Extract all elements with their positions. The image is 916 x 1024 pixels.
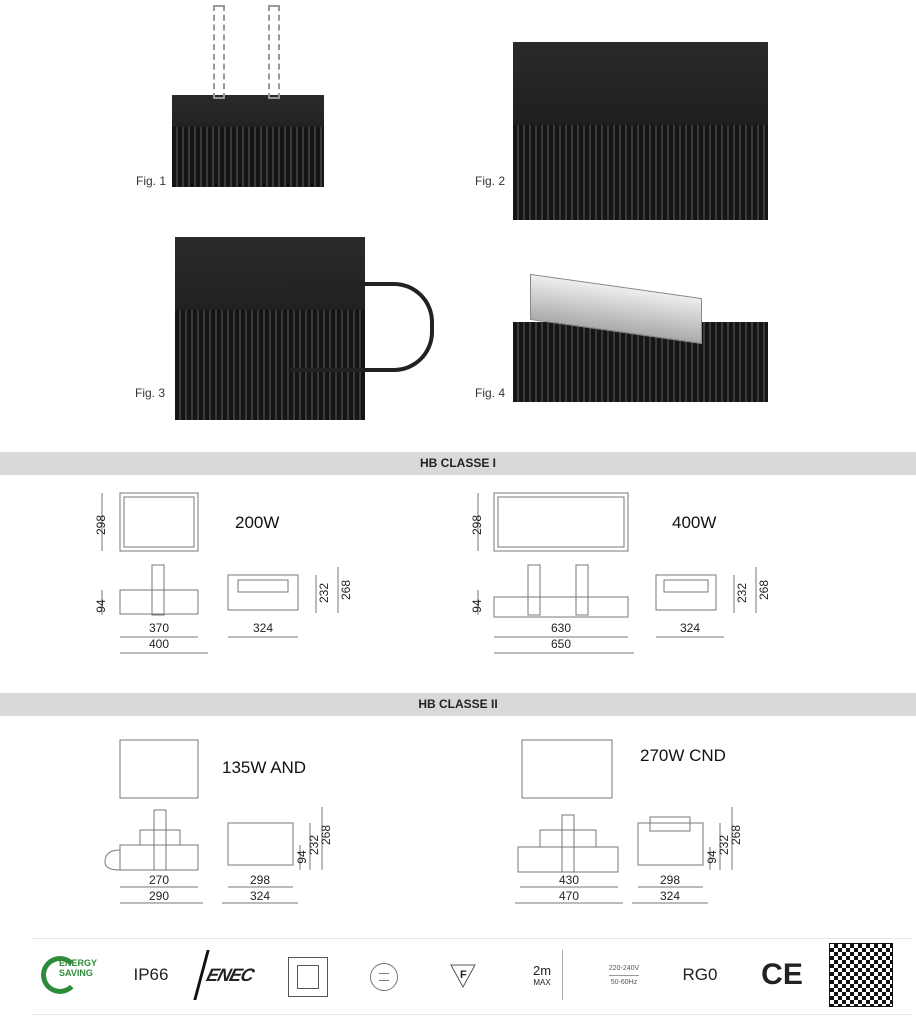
section-title-classe-2: HB CLASSE II [0, 693, 916, 716]
dim-side-h1: 232 [317, 583, 331, 603]
dim-side-width: 324 [250, 889, 270, 903]
drawing-200w: 298 94 370 400 324 232 268 [94, 492, 350, 654]
drawing-270w: 430 470 298 324 94 232 268 [515, 739, 743, 904]
drawing-135w: 270 290 298 324 94 232 268 [104, 739, 333, 904]
dim-side-inner: 298 [660, 873, 680, 887]
dim-depth: 94 [94, 599, 108, 613]
dim-width-outer: 650 [551, 637, 571, 651]
dim-side-h2: 268 [729, 825, 743, 845]
chain-right [268, 5, 280, 99]
dim-width-outer: 290 [149, 889, 169, 903]
dim-width-inner: 430 [559, 873, 579, 887]
dim-side-h1: 232 [717, 835, 731, 855]
ce-mark-icon: CE [761, 958, 803, 991]
dim-width-outer: 400 [149, 637, 169, 651]
svg-text:F: F [460, 969, 467, 981]
dim-width-inner: 370 [149, 621, 169, 635]
divider-top [32, 938, 912, 939]
dim-width-outer: 470 [559, 889, 579, 903]
dim-side-width: 324 [253, 621, 273, 635]
qr-code-icon[interactable] [829, 943, 893, 1007]
dim-width-inner: 270 [149, 873, 169, 887]
dim-side-inner: 298 [250, 873, 270, 887]
fig2-photo [513, 42, 768, 220]
f-mark-icon: F [448, 950, 478, 1000]
dim-side-h2: 268 [319, 825, 333, 845]
dim-side-h0: 94 [295, 850, 309, 864]
power-200w: 200W [235, 513, 280, 532]
earth-ground-icon [370, 963, 398, 991]
dim-depth: 94 [470, 599, 484, 613]
drawing-400w: 298 94 630 650 324 232 268 [470, 492, 771, 654]
power-270w: 270W CND [640, 746, 726, 765]
risk-group-label: RG0 [682, 965, 718, 984]
chain-left [213, 5, 225, 99]
dim-side-h2: 268 [757, 580, 771, 600]
dim-height: 298 [94, 515, 108, 535]
dim-side-h0: 94 [705, 850, 719, 864]
fig1-label: Fig. 1 [136, 174, 167, 188]
enec-icon: ENEC [193, 950, 264, 1000]
fig3-cable [290, 282, 434, 372]
fig2-label: Fig. 2 [475, 174, 506, 188]
power-135w: 135W AND [222, 758, 307, 777]
section-title-classe-1: HB CLASSE I [0, 452, 916, 475]
dim-side-width: 324 [680, 621, 700, 635]
power-400w: 400W [672, 513, 717, 532]
dim-width-inner: 630 [551, 621, 571, 635]
dim-side-h1: 232 [735, 583, 749, 603]
ip66-rating: IP66 [133, 965, 169, 984]
class-ii-icon [288, 957, 328, 997]
dim-side-width: 324 [660, 889, 680, 903]
dim-side-h1: 232 [307, 835, 321, 855]
fig1-photo [172, 95, 324, 187]
dim-height: 298 [470, 515, 484, 535]
fig3-photo [175, 237, 365, 420]
divider-bottom [32, 1014, 912, 1015]
dim-side-h2: 268 [339, 580, 350, 600]
energy-saving-icon: ENERGY SAVING [36, 950, 104, 1000]
fig4-label: Fig. 4 [475, 386, 506, 400]
fig3-label: Fig. 3 [135, 386, 166, 400]
